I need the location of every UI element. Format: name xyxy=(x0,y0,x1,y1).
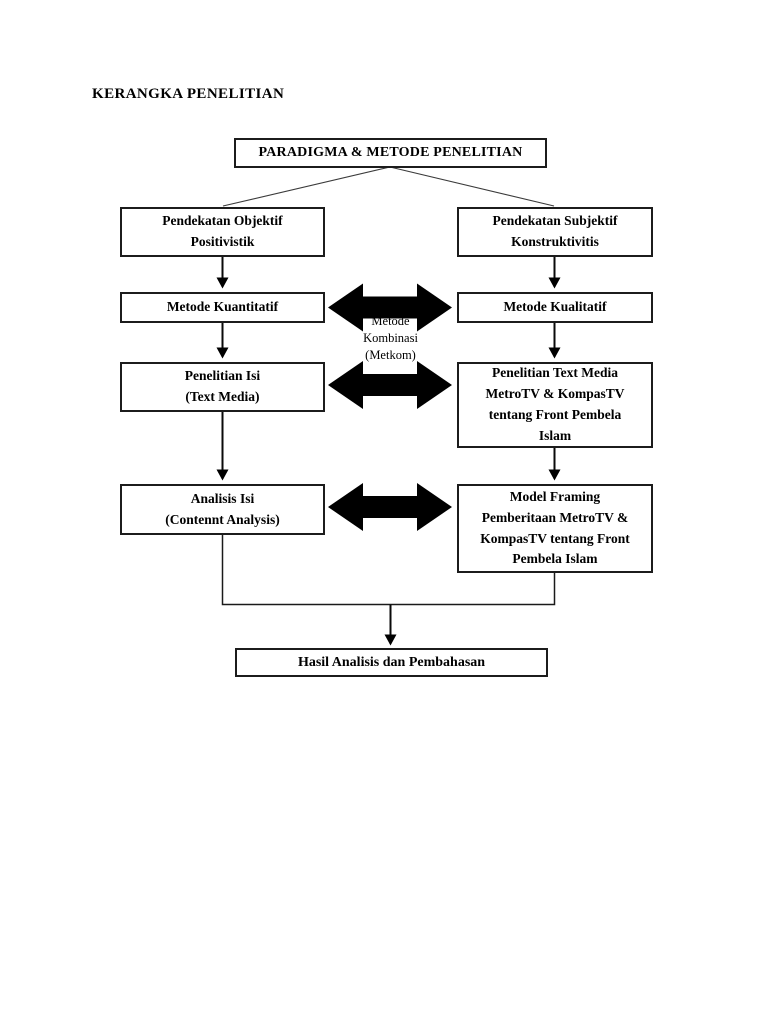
node-hasil-analisis: Hasil Analisis dan Pembahasan xyxy=(235,648,548,677)
node-penelitian-text-media: Penelitian Text Media MetroTV & KompasTV… xyxy=(457,362,653,448)
page-title: KERANGKA PENELITIAN xyxy=(92,86,285,102)
node-analisis-isi: Analisis Isi (Contennt Analysis) xyxy=(120,484,325,535)
merge-connector-line xyxy=(221,535,556,606)
double-arrow-icon xyxy=(328,483,452,531)
branch-line-right xyxy=(389,166,555,207)
double-arrow-icon xyxy=(328,283,452,332)
node-metode-kualitatif: Metode Kualitatif xyxy=(457,292,653,323)
node-model-framing: Model Framing Pemberitaan MetroTV & Komp… xyxy=(457,484,653,573)
node-pendekatan-subjektif: Pendekatan Subjektif Konstruktivitis xyxy=(457,207,653,257)
label-metode-kombinasi: Metode Kombinasi (Metkom) xyxy=(363,314,418,362)
node-metode-kuantitatif: Metode Kuantitatif xyxy=(120,292,325,323)
node-penelitian-isi: Penelitian Isi (Text Media) xyxy=(120,362,325,412)
branch-line-left xyxy=(222,166,391,207)
double-arrow-icon xyxy=(328,361,452,409)
node-pendekatan-objektif: Pendekatan Objektif Positivistik xyxy=(120,207,325,257)
node-paradigma-metode: PARADIGMA & METODE PENELITIAN xyxy=(234,138,547,168)
